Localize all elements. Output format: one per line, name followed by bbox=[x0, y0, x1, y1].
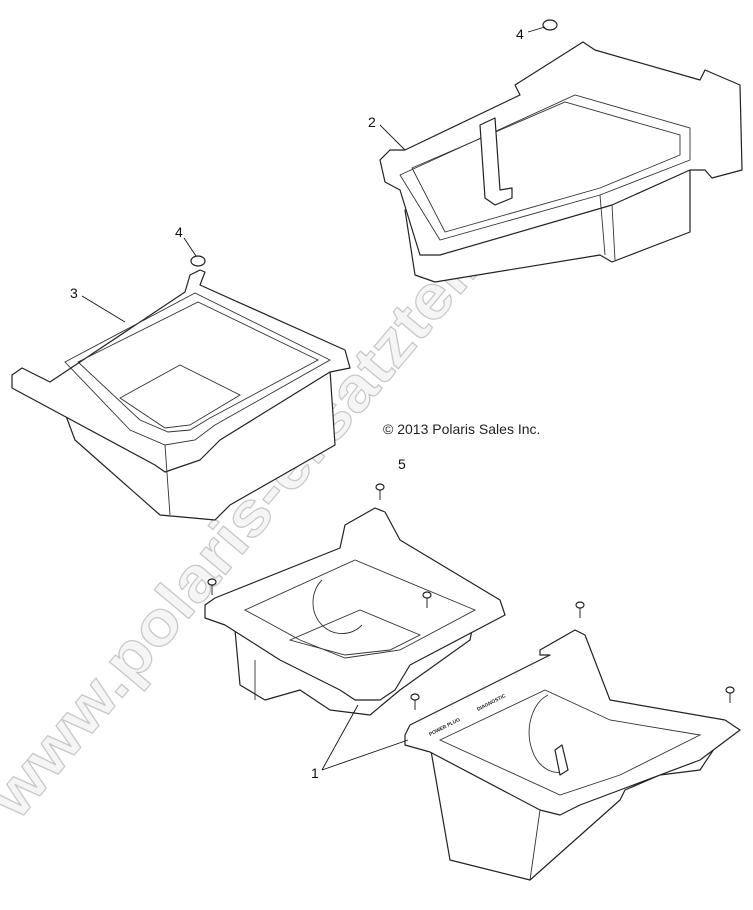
part-2-storage-tub bbox=[379, 41, 743, 283]
callout-2: 2 bbox=[368, 114, 376, 130]
callout-5: 5 bbox=[398, 456, 406, 472]
copyright-notice: © 2013 Polaris Sales Inc. bbox=[383, 421, 540, 437]
callout-4-top: 4 bbox=[516, 26, 524, 42]
callout-3: 3 bbox=[70, 285, 78, 301]
part-1-tray-left bbox=[204, 507, 506, 716]
leader-lines bbox=[81, 26, 546, 771]
part-3-storage-tub bbox=[11, 269, 351, 521]
clip-4-top bbox=[542, 19, 558, 31]
fasteners bbox=[190, 19, 735, 710]
callout-4-left: 4 bbox=[175, 224, 183, 240]
part-1-tray-right: POWER PLUG DIAGNOSTIC bbox=[404, 629, 741, 881]
clip-4-left bbox=[190, 255, 206, 267]
screw-5 bbox=[207, 483, 735, 710]
callout-1: 1 bbox=[311, 765, 319, 781]
